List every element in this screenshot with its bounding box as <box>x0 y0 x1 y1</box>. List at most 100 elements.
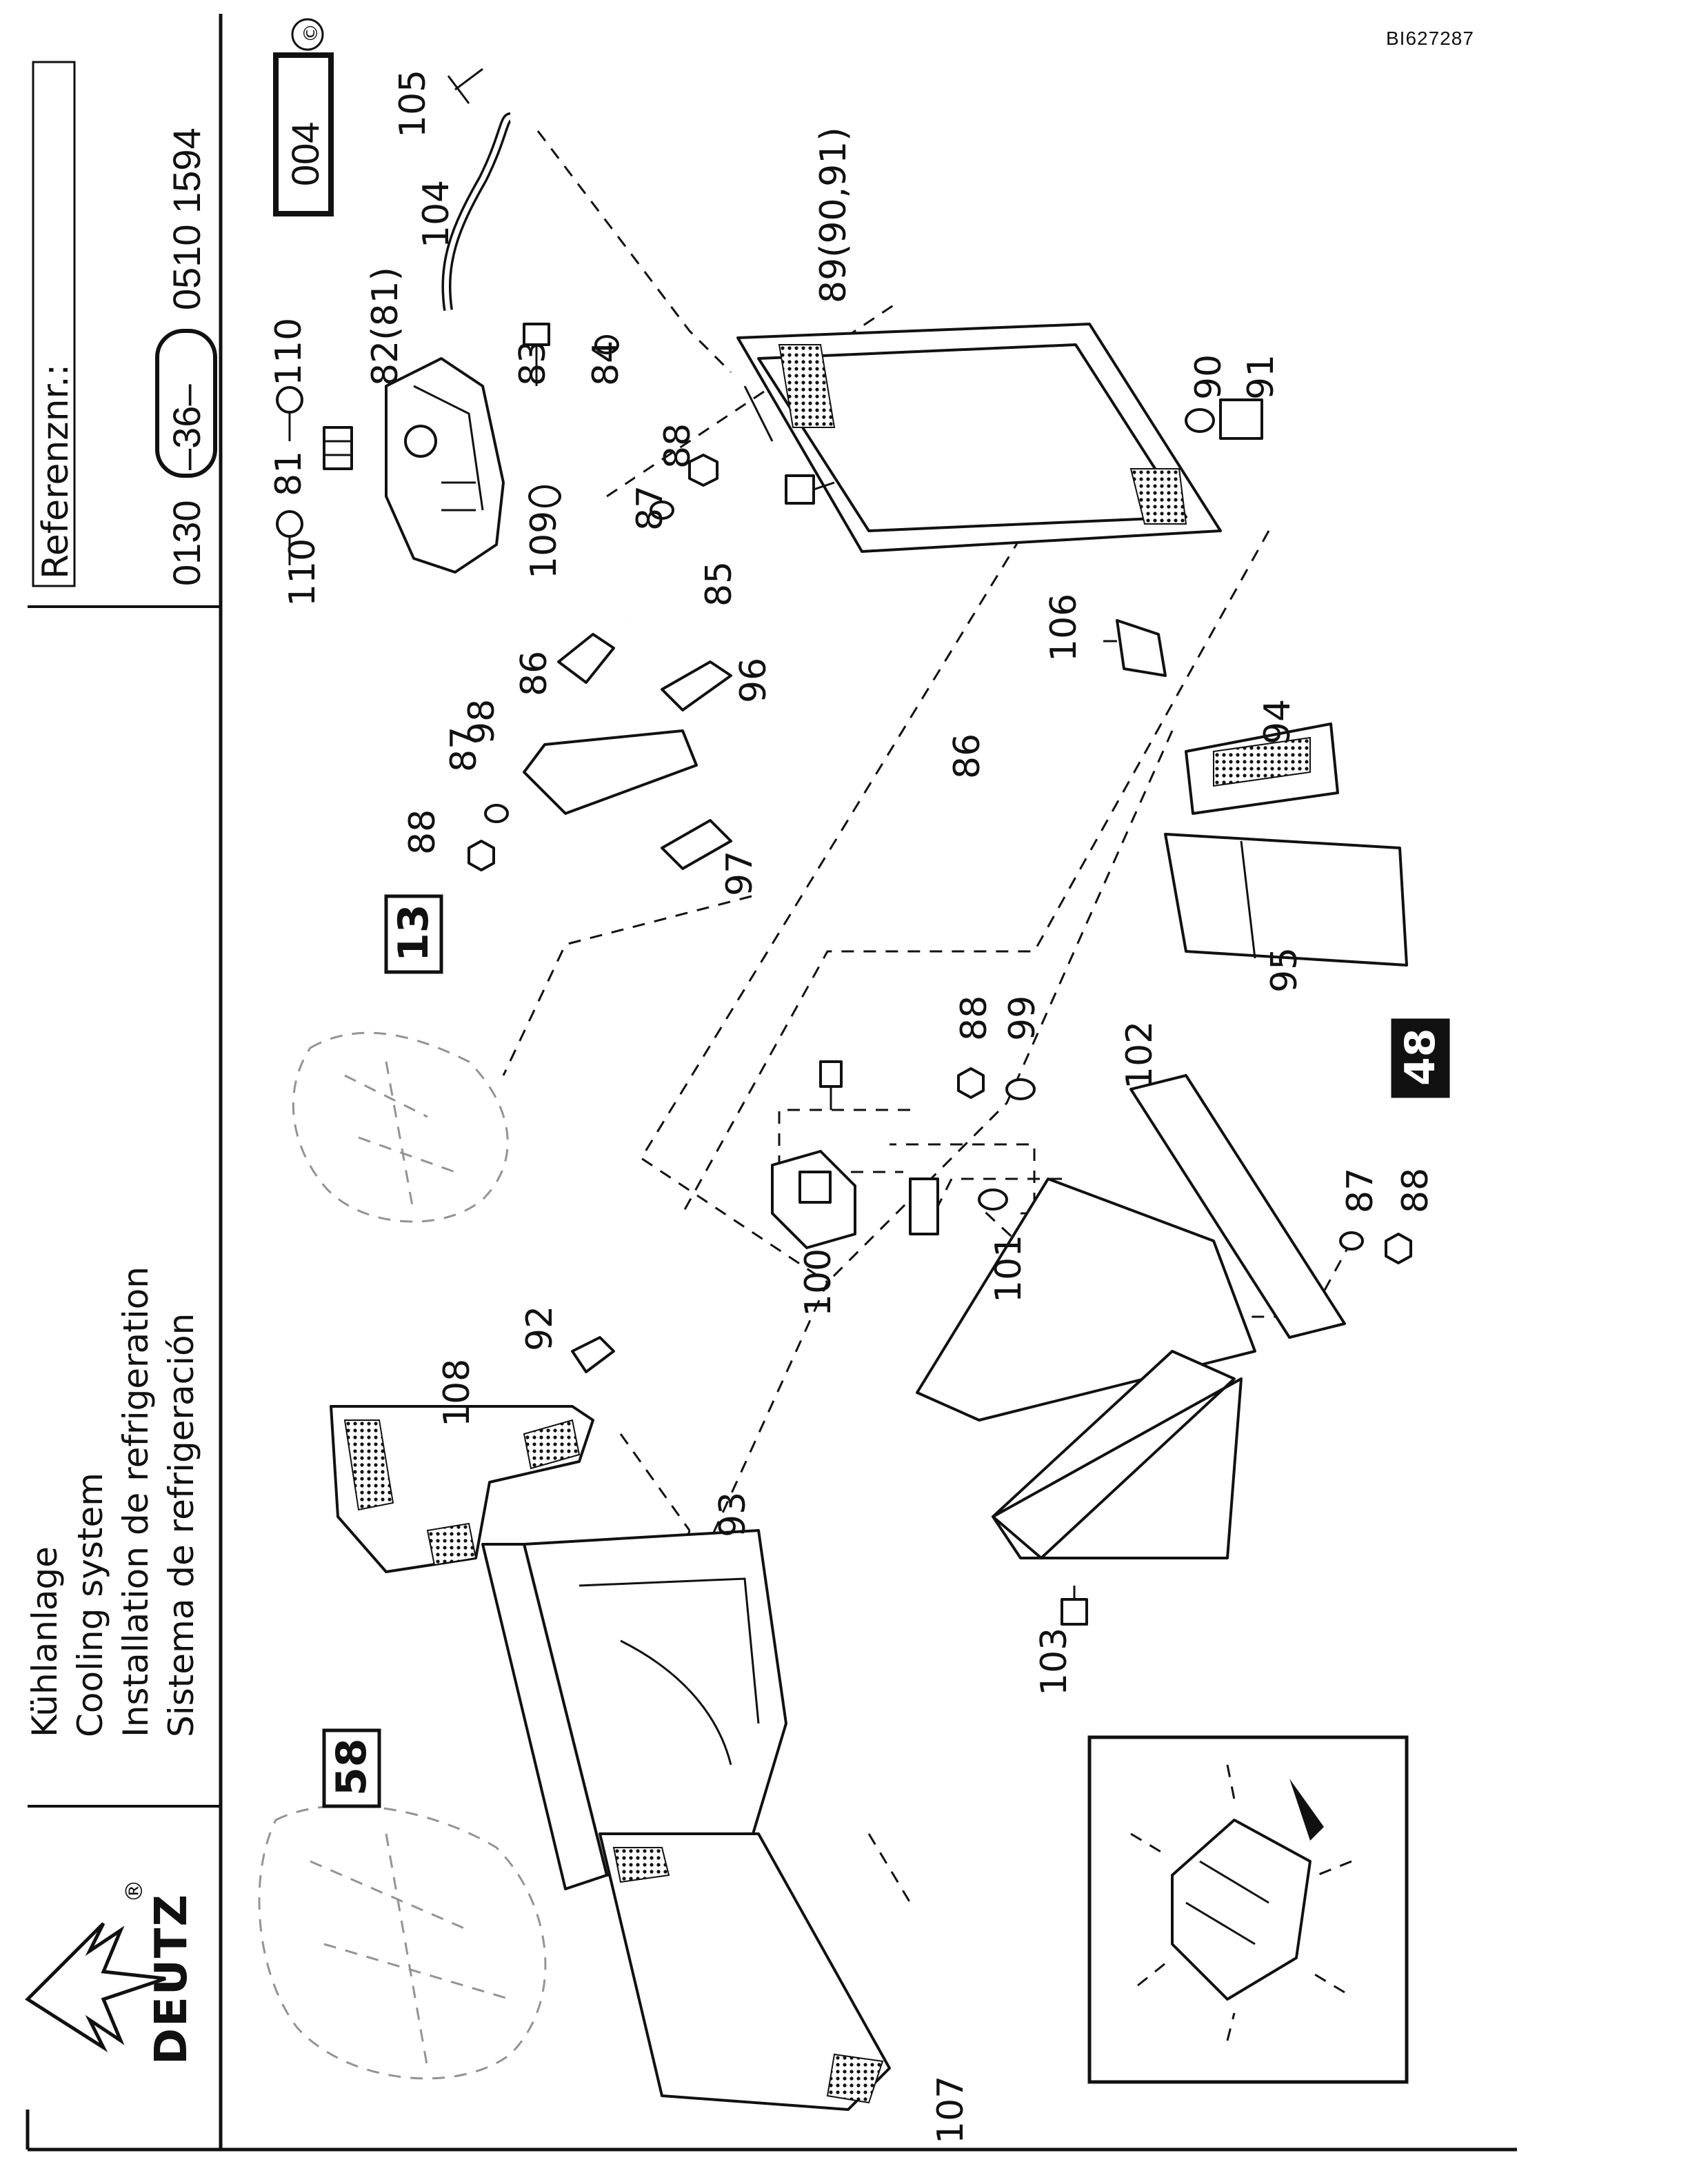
document-id: BI627287 <box>1386 28 1474 49</box>
title-es: Sistema de refrigeración <box>161 1313 201 1737</box>
label-94: 94 <box>1257 699 1298 745</box>
label-86-top: 86 <box>514 651 555 696</box>
reference-number: 0130 –36– 0510 1594 <box>155 128 217 586</box>
reference-label-box <box>32 61 76 587</box>
bolt-83 <box>523 323 550 386</box>
label-88-right: 88 <box>1395 1168 1436 1213</box>
label-108: 108 <box>436 1359 478 1427</box>
screw-110-b <box>276 510 303 565</box>
label-109: 109 <box>523 511 565 579</box>
bolt-96 <box>661 660 732 711</box>
sensor-106 <box>1103 619 1167 677</box>
drain-plug-90-91 <box>1185 398 1263 440</box>
copyright-mark: © <box>299 23 322 43</box>
label-87-right: 87 <box>1340 1168 1381 1213</box>
label-97: 97 <box>719 851 761 896</box>
title-block: Referenznr.: 0130 –36– 0510 1594 004 © K… <box>25 18 334 2065</box>
hose-clamp-109 <box>528 485 561 507</box>
label-105: 105 <box>392 70 434 138</box>
deutz-emblem-icon <box>25 1922 166 2052</box>
label-84: 84 <box>585 341 627 386</box>
bolt-97 <box>661 819 732 870</box>
engine-sketch-upper <box>292 1031 509 1223</box>
label-90: 90 <box>1188 354 1229 400</box>
svg-text:13: 13 <box>390 904 438 962</box>
label-101: 101 <box>988 1235 1029 1303</box>
shroud-95 <box>1164 833 1408 967</box>
label-86-mid: 86 <box>947 734 988 779</box>
bracket-98 <box>523 729 698 815</box>
label-87-top: 87 <box>630 485 671 531</box>
washer-84 <box>594 335 619 354</box>
nut-88-mid <box>957 1067 985 1099</box>
filler-cap <box>323 426 353 470</box>
title-en: Cooling system <box>70 1473 110 1737</box>
label-110-top: 110 <box>268 318 310 386</box>
reference-group: –36– <box>165 384 208 470</box>
reference-label: Referenznr.: <box>35 364 77 579</box>
reference-suffix: 0510 1594 <box>165 128 208 310</box>
screw-92 <box>571 1336 615 1373</box>
cowling-93 <box>481 1529 787 1890</box>
frame-bracket-102 <box>916 1074 1346 1559</box>
label-88-top: 88 <box>657 423 699 469</box>
clip-105 <box>447 68 483 104</box>
copyright-circle <box>291 18 324 51</box>
svg-text:48: 48 <box>1396 1029 1445 1086</box>
bolt-83-mid <box>819 1060 843 1110</box>
valve-86-top <box>557 633 615 684</box>
label-93: 93 <box>712 1492 754 1537</box>
label-88-left: 88 <box>402 809 443 855</box>
reference-prefix: 0130 <box>165 500 208 586</box>
page-code: 004 <box>283 122 327 186</box>
radiator-89 <box>736 323 1222 553</box>
page-frame <box>26 14 1517 2152</box>
arrow-icon <box>1289 1779 1324 1841</box>
label-96: 96 <box>733 658 774 703</box>
page-code-box <box>273 52 334 216</box>
label-83-top: 83 <box>512 341 554 386</box>
isolator-86-mid <box>909 1177 939 1235</box>
svg-text:58: 58 <box>328 1739 376 1797</box>
deutz-logo: DEUTZ ® <box>25 1879 197 2065</box>
label-104: 104 <box>416 180 457 248</box>
expansion-tank <box>385 357 505 574</box>
duct-108 <box>330 1405 594 1573</box>
washer-87-nut-88-top <box>650 454 719 520</box>
label-103: 103 <box>1034 1628 1075 1696</box>
cover-107 <box>599 1832 891 2111</box>
title-de: Kühlanlage <box>25 1546 65 1737</box>
part-labels: 81 82(81) 83 84 85 86 86 87 87 87 88 88 … <box>268 70 1436 2144</box>
cross-reference-58: 58 <box>322 1728 381 1808</box>
screw-110-a <box>276 386 303 441</box>
pipe-104 <box>441 112 512 311</box>
label-102: 102 <box>1119 1021 1160 1089</box>
label-91: 91 <box>1240 354 1282 400</box>
washers-87-88-left <box>468 804 509 871</box>
label-107: 107 <box>930 2076 972 2144</box>
cross-reference-13: 13 <box>384 894 443 974</box>
bolt-103 <box>1061 1586 1088 1626</box>
cross-reference-48: 48 <box>1391 1018 1450 1098</box>
label-87-left: 87 <box>443 727 485 772</box>
logo-registered: ® <box>121 1879 148 1903</box>
label-99: 99 <box>1002 995 1043 1041</box>
washer-99 <box>1005 1078 1036 1100</box>
label-82: 82(81) <box>365 267 406 386</box>
label-106: 106 <box>1043 594 1085 662</box>
label-95: 95 <box>1264 947 1305 993</box>
washer-87-nut-88-right <box>1339 1231 1412 1264</box>
reference-group-oval <box>155 329 217 478</box>
label-100: 100 <box>798 1248 839 1317</box>
mount-100 <box>771 1150 856 1249</box>
label-89: 89(90,91) <box>813 127 854 303</box>
label-92: 92 <box>519 1306 561 1351</box>
title-fr: Installation de refrigeration <box>116 1266 156 1737</box>
label-98: 98 <box>461 699 503 745</box>
label-81: 81 <box>268 451 310 496</box>
washer-101 <box>978 1189 1008 1211</box>
title-lines: Kühlanlage Cooling system Installation d… <box>25 1266 201 1737</box>
label-88-mid: 88 <box>954 995 995 1041</box>
label-110-bottom: 110 <box>282 538 323 607</box>
